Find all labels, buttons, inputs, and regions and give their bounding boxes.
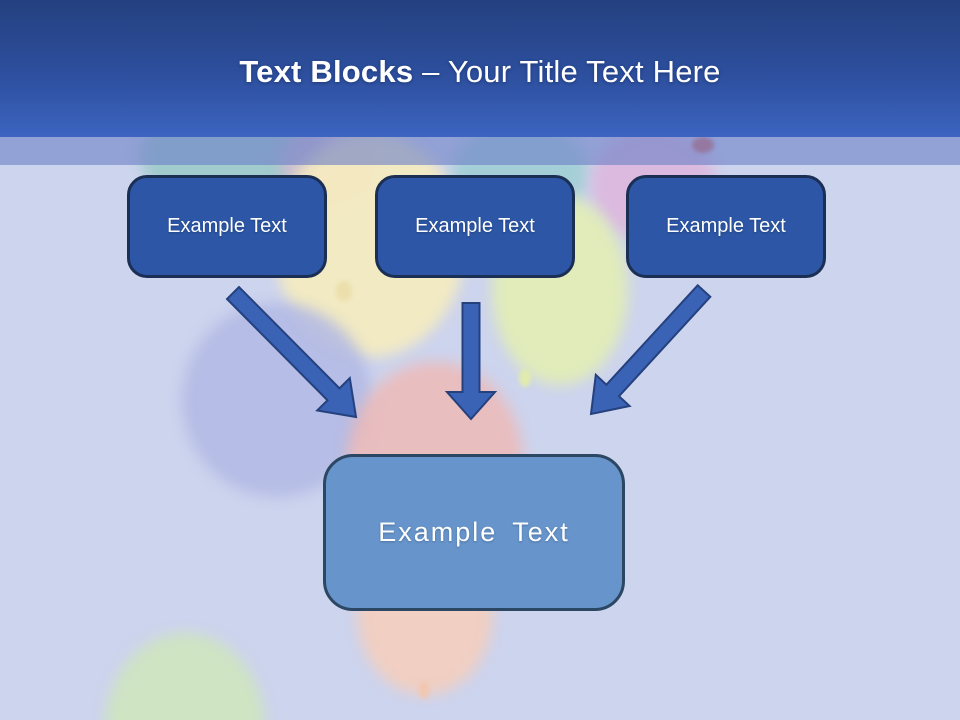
title-regular-text: Your Title Text Here bbox=[447, 54, 721, 89]
title-bar: Text Blocks – Your Title Text Here bbox=[0, 0, 960, 137]
text-block-2-label: Example Text bbox=[415, 215, 535, 237]
text-block-2[interactable]: Example Text bbox=[375, 175, 575, 278]
text-block-1[interactable]: Example Text bbox=[127, 175, 327, 278]
balloon-peach-knot bbox=[419, 681, 429, 699]
result-block[interactable]: Example Text bbox=[323, 454, 625, 611]
text-block-3[interactable]: Example Text bbox=[626, 175, 826, 278]
result-block-label: Example Text bbox=[378, 517, 570, 547]
balloon-yellow-green-knot bbox=[519, 369, 531, 387]
title-separator: – bbox=[422, 54, 440, 89]
slide-title[interactable]: Text Blocks – Your Title Text Here bbox=[0, 54, 960, 90]
arrow-center-down[interactable] bbox=[444, 302, 498, 421]
header-accent-band bbox=[0, 136, 960, 165]
text-block-3-label: Example Text bbox=[666, 215, 786, 237]
text-block-1-label: Example Text bbox=[167, 215, 287, 237]
arrow-left-diagonal[interactable] bbox=[225, 285, 358, 419]
balloon-yellow-knot bbox=[336, 281, 352, 301]
title-bold-text: Text Blocks bbox=[239, 54, 414, 89]
arrow-right-diagonal[interactable] bbox=[589, 283, 712, 416]
